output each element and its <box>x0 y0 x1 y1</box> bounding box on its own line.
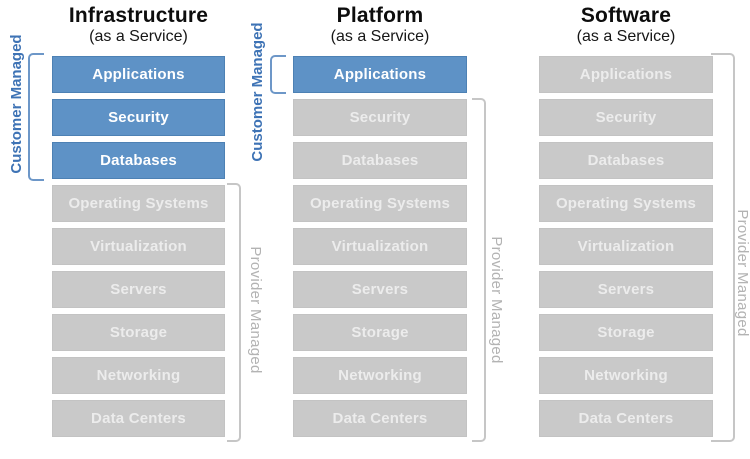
paas-box-servers: Servers <box>293 271 467 308</box>
saas-box-operating-systems: Operating Systems <box>539 185 713 222</box>
paas-box-operating-systems: Operating Systems <box>293 185 467 222</box>
paas-box-virtualization: Virtualization <box>293 228 467 265</box>
saas-provider-managed-label: Provider Managed <box>734 209 750 337</box>
paas-subtitle: (as a Service) <box>330 28 430 45</box>
iaas-box-data-centers: Data Centers <box>52 400 225 437</box>
saas-stack: Applications Security Databases Operatin… <box>539 56 713 437</box>
iaas-customer-managed-label: Customer Managed <box>8 34 25 174</box>
column-paas: Platform (as a Service) Applications Sec… <box>293 0 467 443</box>
saas-box-networking: Networking <box>539 357 713 394</box>
iaas-subtitle: (as a Service) <box>89 28 188 45</box>
iaas-box-networking: Networking <box>52 357 225 394</box>
paas-title: Platform <box>336 4 424 27</box>
iaas-customer-bracket <box>28 53 44 181</box>
iaas-box-security: Security <box>52 99 225 136</box>
saas-box-data-centers: Data Centers <box>539 400 713 437</box>
paas-box-storage: Storage <box>293 314 467 351</box>
paas-stack: Applications Security Databases Operatin… <box>293 56 467 437</box>
iaas-box-operating-systems: Operating Systems <box>52 185 225 222</box>
column-iaas: Infrastructure (as a Service) Applicatio… <box>52 0 225 443</box>
column-saas: Software (as a Service) Applications Sec… <box>539 0 713 443</box>
paas-provider-managed-label: Provider Managed <box>488 236 505 364</box>
iaas-box-applications: Applications <box>52 56 225 93</box>
paas-box-applications: Applications <box>293 56 467 93</box>
paas-provider-bracket <box>472 98 486 442</box>
iaas-provider-managed-label: Provider Managed <box>247 246 264 374</box>
iaas-stack: Applications Security Databases Operatin… <box>52 56 225 437</box>
saas-box-virtualization: Virtualization <box>539 228 713 265</box>
saas-provider-bracket <box>711 53 735 442</box>
saas-box-security: Security <box>539 99 713 136</box>
iaas-box-storage: Storage <box>52 314 225 351</box>
iaas-box-databases: Databases <box>52 142 225 179</box>
saas-box-storage: Storage <box>539 314 713 351</box>
paas-customer-bracket <box>270 55 286 94</box>
iaas-title: Infrastructure <box>68 4 209 27</box>
saas-box-servers: Servers <box>539 271 713 308</box>
iaas-provider-bracket <box>227 183 241 442</box>
saas-box-applications: Applications <box>539 56 713 93</box>
paas-box-databases: Databases <box>293 142 467 179</box>
saas-subtitle: (as a Service) <box>576 28 676 45</box>
iaas-box-servers: Servers <box>52 271 225 308</box>
iaas-box-virtualization: Virtualization <box>52 228 225 265</box>
paas-box-security: Security <box>293 99 467 136</box>
saas-box-databases: Databases <box>539 142 713 179</box>
paas-box-data-centers: Data Centers <box>293 400 467 437</box>
paas-customer-managed-label: Customer Managed <box>249 22 266 162</box>
paas-box-networking: Networking <box>293 357 467 394</box>
saas-title: Software <box>580 4 672 27</box>
